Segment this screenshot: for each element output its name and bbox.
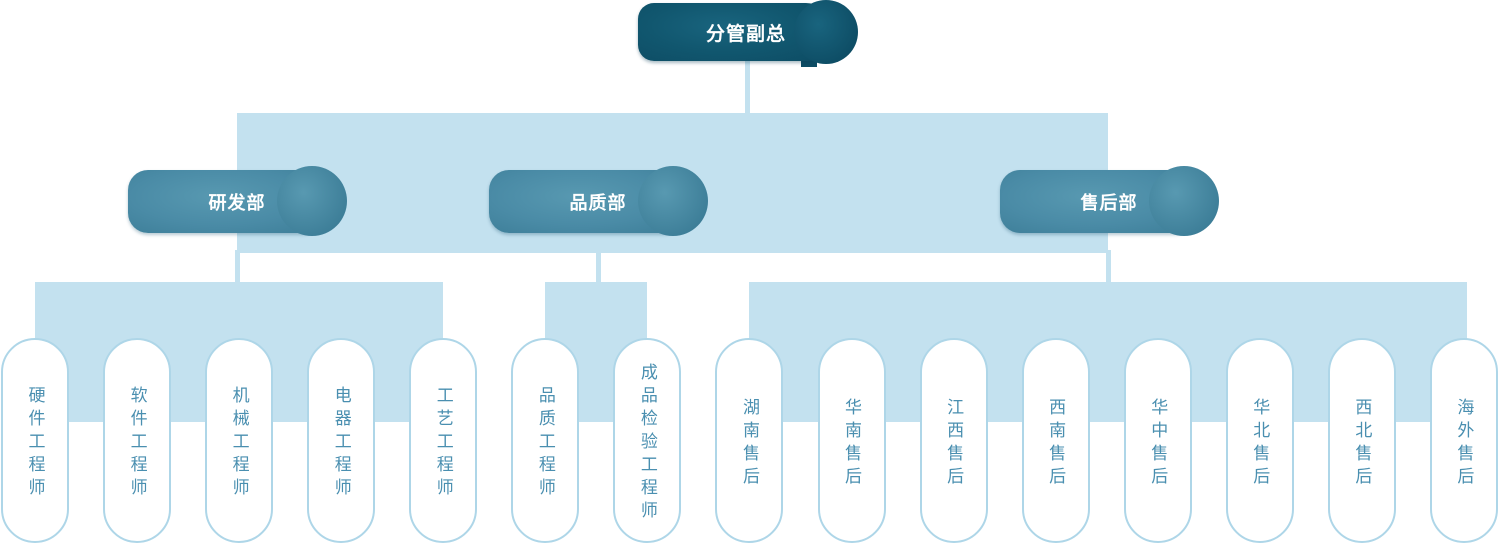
node-quality-dept: 品质部 (489, 166, 708, 236)
role-pill: 品质工程师 (511, 338, 580, 543)
role-pill: 成品检验工程师 (613, 338, 682, 543)
pill-label: 湖南售后 (739, 397, 759, 490)
role-pill: 海外售后 (1429, 338, 1498, 543)
connector-rd-dept (235, 250, 240, 284)
pill-row: 硬件工程师 软件工程师 机械工程师 电器工程师 工艺工程师 品质工程师 成品检验… (1, 338, 1498, 543)
pill-label: 硬件工程师 (25, 386, 45, 501)
pill-label: 电器工程师 (331, 386, 351, 501)
pill-label: 海外售后 (1454, 397, 1474, 490)
connector-root (745, 58, 750, 114)
node-quality-dept-label: 品质部 (569, 192, 627, 213)
pill-label: 成品检验工程师 (637, 363, 657, 524)
pill-label: 江西售后 (944, 397, 964, 490)
role-pill: 电器工程师 (307, 338, 376, 543)
pill-label: 华北售后 (1250, 397, 1270, 490)
role-pill: 华中售后 (1123, 338, 1192, 543)
pill-label: 西南售后 (1046, 397, 1066, 490)
role-pill: 软件工程师 (103, 338, 172, 543)
node-aftersales-dept: 售后部 (1000, 166, 1219, 236)
connector-aftersales-dept (1106, 250, 1111, 284)
pill-label: 机械工程师 (229, 386, 249, 501)
node-root: 分管副总 (638, 0, 858, 64)
role-pill: 硬件工程师 (1, 338, 69, 543)
pill-label: 华中售后 (1148, 397, 1168, 490)
connector-quality-dept (596, 250, 601, 284)
role-pill: 西南售后 (1021, 338, 1090, 543)
node-rd-dept-label: 研发部 (208, 192, 266, 213)
pill-label: 华南售后 (842, 397, 861, 490)
role-pill: 华北售后 (1225, 338, 1294, 543)
pill-label: 工艺工程师 (433, 386, 453, 501)
node-aftersales-dept-label: 售后部 (1080, 192, 1138, 213)
node-root-label: 分管副总 (705, 23, 786, 45)
pill-label: 品质工程师 (535, 386, 555, 501)
role-pill: 工艺工程师 (409, 338, 478, 543)
pill-label: 西北售后 (1352, 397, 1372, 490)
root-shadow-notch (801, 56, 817, 67)
role-pill: 机械工程师 (205, 338, 274, 543)
node-rd-dept: 研发部 (128, 166, 347, 236)
role-pill: 西北售后 (1327, 338, 1396, 543)
pill-label: 软件工程师 (127, 386, 147, 501)
role-pill: 江西售后 (919, 338, 988, 543)
role-pill: 华南售后 (817, 338, 886, 543)
role-pill: 湖南售后 (715, 338, 784, 543)
